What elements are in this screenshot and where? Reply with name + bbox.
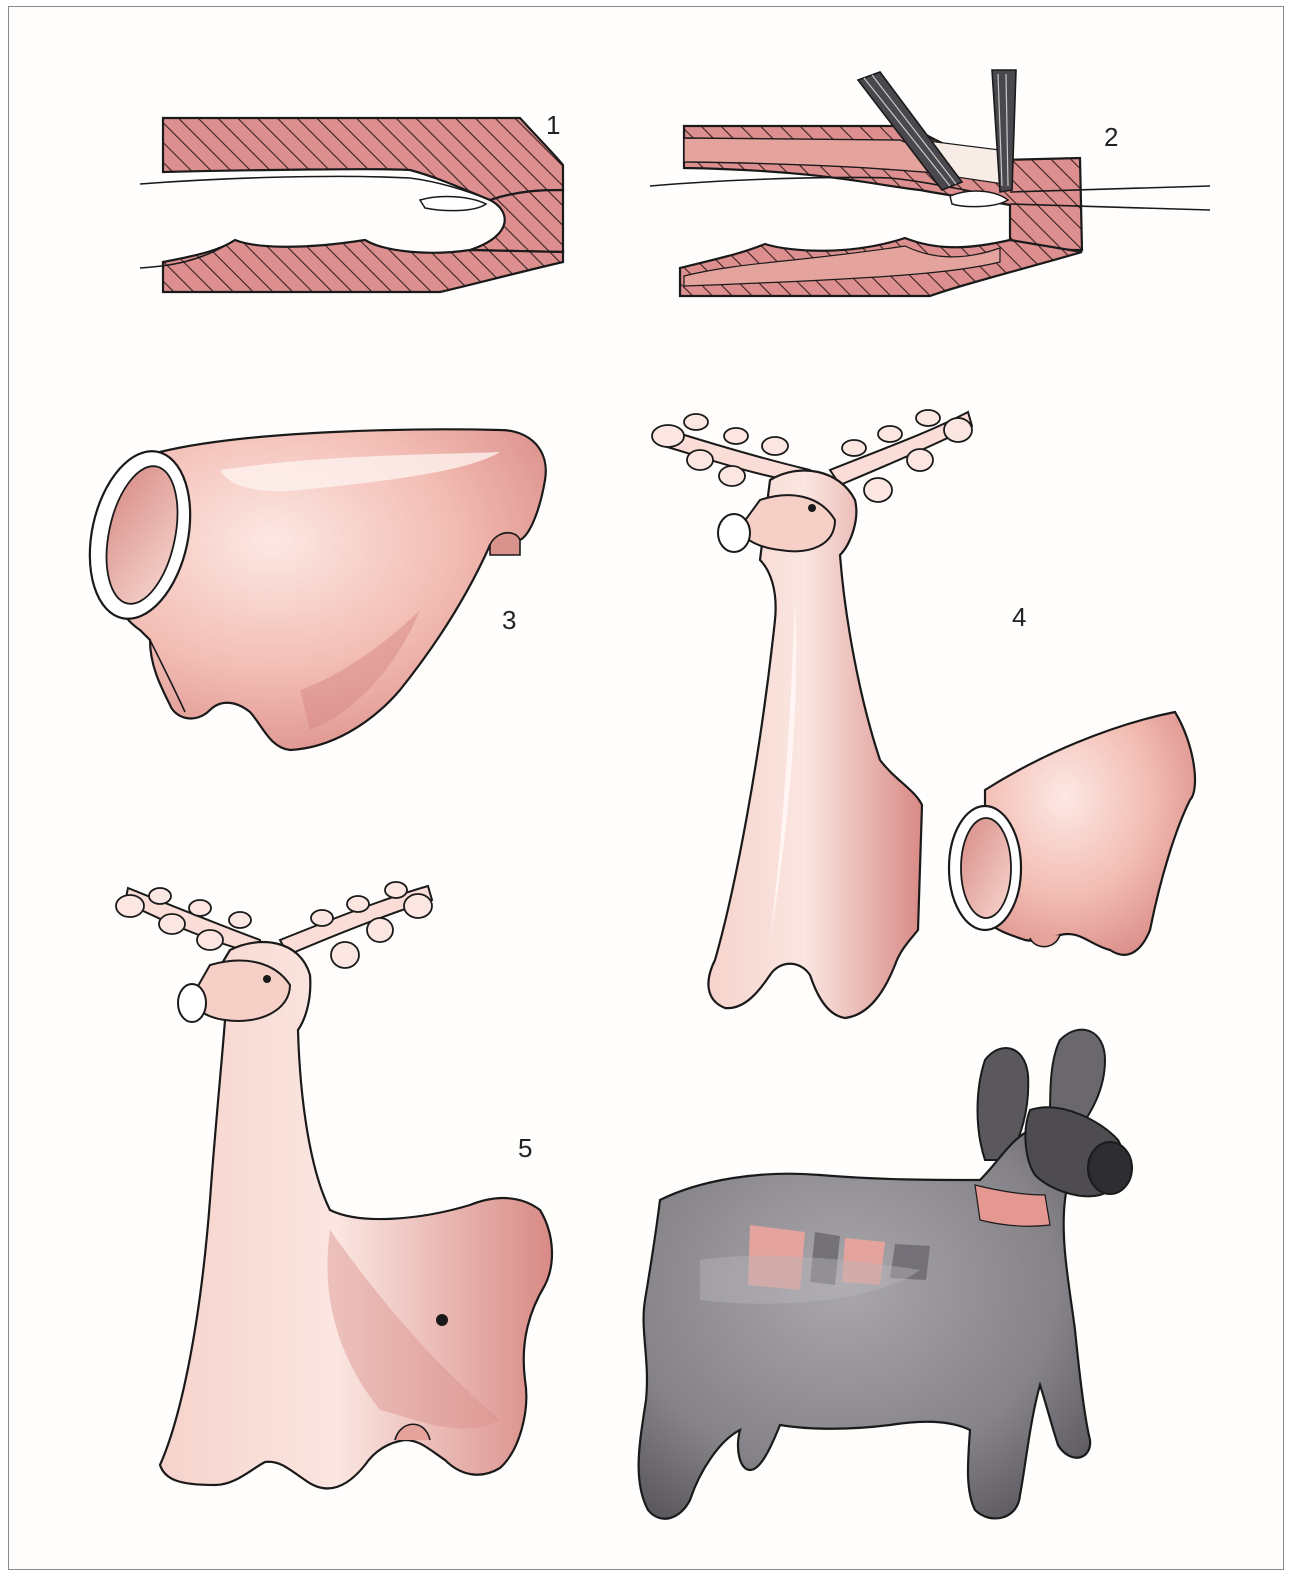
tube-opening — [961, 818, 1011, 918]
nose-tip — [178, 984, 206, 1022]
step-5-assembled-figure — [116, 882, 552, 1488]
snout-end — [1088, 1142, 1132, 1194]
body-piece — [985, 712, 1195, 955]
assembled-body — [160, 942, 552, 1488]
clay-sleeve-top-wall — [163, 118, 563, 200]
step-number-4: 4 — [1012, 604, 1026, 630]
snout — [738, 495, 835, 551]
nose-tip — [718, 514, 750, 552]
clay-sleeve-tip — [470, 190, 563, 252]
step-number-3: 3 — [502, 607, 516, 633]
eye — [808, 504, 816, 512]
step-number-2: 2 — [1104, 124, 1118, 150]
step-number-1: 1 — [546, 112, 560, 138]
finished-body — [639, 1130, 1091, 1519]
finger-nail — [420, 197, 486, 211]
step-number-5: 5 — [518, 1135, 532, 1161]
step-4-figure-parts — [652, 410, 1195, 1018]
step-2-cross-section — [650, 70, 1210, 296]
eye — [263, 975, 271, 983]
neck-and-legs — [708, 470, 922, 1018]
step-1-cross-section — [140, 118, 563, 292]
body-hole — [436, 1314, 448, 1326]
finished-painted-figure — [639, 1030, 1132, 1519]
step-3-hollow-body — [75, 429, 545, 750]
